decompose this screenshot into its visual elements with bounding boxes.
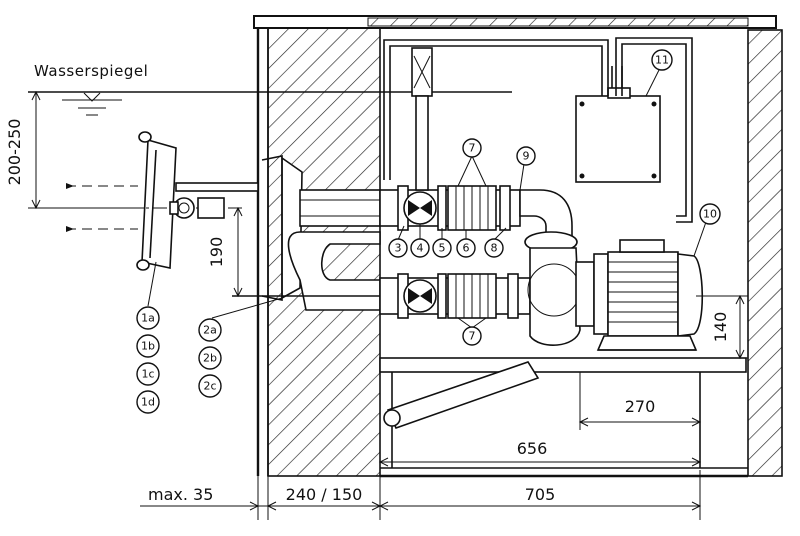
- callout-1c: 1c: [136, 362, 160, 386]
- svg-text:11: 11: [655, 54, 669, 67]
- skimmer-pipe: [411, 47, 433, 191]
- callout-2c: 2c: [198, 374, 222, 398]
- pump-height-dimension: [696, 294, 748, 360]
- bottom-dimension-line: [140, 470, 702, 520]
- svg-text:9: 9: [523, 150, 530, 163]
- basin-width-label: 705: [525, 485, 556, 504]
- svg-text:3: 3: [395, 242, 402, 255]
- callout-1b: 1b: [136, 334, 160, 358]
- svg-text:2b: 2b: [203, 352, 217, 365]
- pump: [524, 231, 609, 346]
- svg-text:5: 5: [439, 242, 446, 255]
- svg-text:1d: 1d: [141, 396, 155, 409]
- svg-text:10: 10: [703, 208, 717, 221]
- lower-pipe-line: [379, 273, 531, 319]
- callout-2a: 2a: [198, 318, 222, 342]
- svg-text:1c: 1c: [141, 368, 154, 381]
- svg-text:1a: 1a: [141, 312, 155, 325]
- callout-9: 9: [516, 146, 536, 166]
- svg-text:6: 6: [463, 242, 470, 255]
- svg-text:7: 7: [469, 330, 476, 343]
- depth-range-label: 200-250: [5, 119, 24, 186]
- motor: [596, 239, 704, 351]
- wall-thickness-label: 240 / 150: [286, 485, 363, 504]
- callout-10: 10: [699, 203, 721, 225]
- callout-5: 5: [432, 238, 452, 258]
- svg-text:2a: 2a: [203, 324, 217, 337]
- upper-pipe-line: [379, 185, 573, 237]
- callout-7-bottom: 7: [462, 326, 482, 346]
- callout-leaders: [147, 67, 707, 329]
- callout-1d: 1d: [136, 390, 160, 414]
- pipe-spacing-label: 190: [207, 237, 226, 268]
- cable-conduits: [383, 37, 693, 223]
- callout-7-top: 7: [462, 138, 482, 158]
- callout-4: 4: [410, 238, 430, 258]
- water-level-label: Wasserspiegel: [34, 62, 148, 80]
- svg-text:4: 4: [417, 242, 424, 255]
- wall-fittings: [232, 155, 381, 311]
- pump-height-label: 140: [711, 312, 730, 343]
- total-length-dimension: [378, 457, 702, 467]
- total-length-label: 656: [517, 439, 548, 458]
- callout-2b: 2b: [198, 346, 222, 370]
- pump-offset-label: 270: [625, 397, 656, 416]
- max-distance-label: max. 35: [148, 485, 213, 504]
- depth-dimension: [28, 90, 150, 210]
- callout-11: 11: [651, 49, 673, 71]
- callout-6: 6: [456, 238, 476, 258]
- svg-text:1b: 1b: [141, 340, 155, 353]
- svg-text:2c: 2c: [203, 380, 216, 393]
- svg-text:8: 8: [491, 242, 498, 255]
- right-wall: [747, 29, 783, 477]
- svg-text:7: 7: [469, 142, 476, 155]
- callout-1a: 1a: [136, 306, 160, 330]
- inlet-nozzle: [66, 131, 259, 271]
- control-box: [575, 66, 661, 183]
- pump-offset-dimension: [578, 417, 702, 427]
- top-cover-slab: [253, 15, 777, 29]
- base-frame: [379, 357, 747, 468]
- callout-3: 3: [388, 238, 408, 258]
- floor: [380, 467, 748, 478]
- callout-8: 8: [484, 238, 504, 258]
- spacing-dimension: [233, 206, 243, 298]
